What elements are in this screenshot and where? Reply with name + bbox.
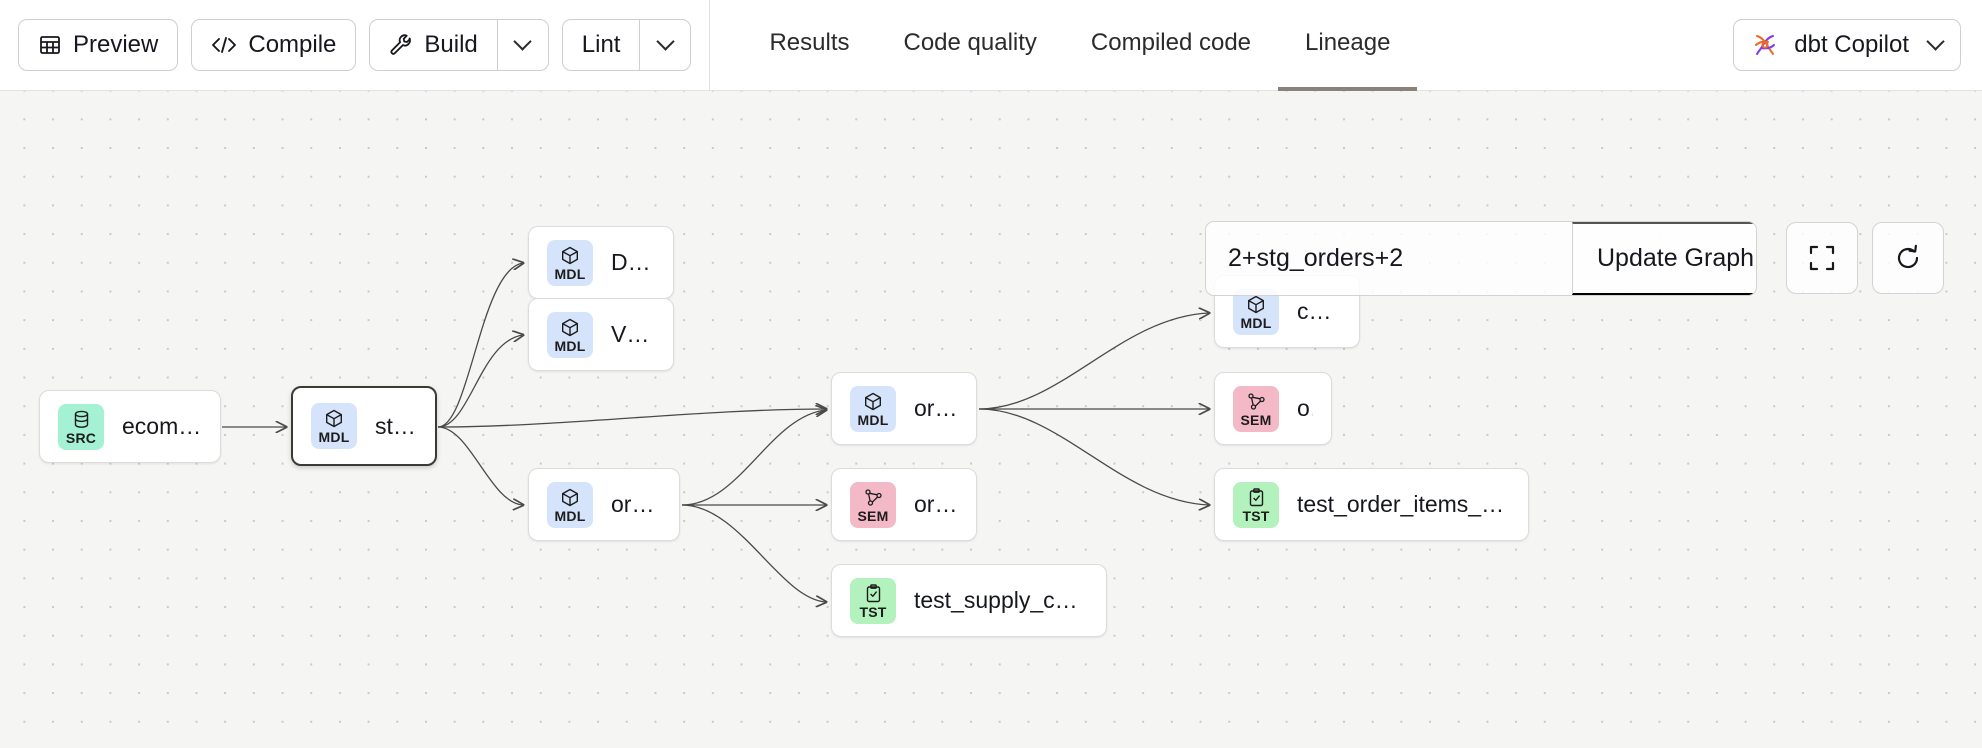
node-type-badge-mdl: MDL <box>547 311 593 358</box>
node-type-tag: SRC <box>65 429 97 446</box>
node-type-tag: MDL <box>554 337 586 354</box>
lineage-node-label: order_items <box>611 491 661 517</box>
lineage-node-stg-orders[interactable]: MDL stg_orders <box>291 386 437 466</box>
top-toolbar: Preview Compile Build <box>0 0 1982 91</box>
wrench-icon <box>389 33 413 57</box>
preview-button-label: Preview <box>73 31 159 58</box>
node-type-tag: SEM <box>1240 411 1272 428</box>
table-icon <box>38 33 62 57</box>
node-type-badge-sem: SEM <box>850 481 896 528</box>
lineage-edges <box>222 91 1982 748</box>
node-type-tag: MDL <box>318 429 350 445</box>
copilot-container: dbt Copilot <box>1733 19 1961 71</box>
node-selector-input[interactable] <box>1206 222 1572 295</box>
cube-icon <box>864 391 882 412</box>
lint-button-label: Lint <box>581 31 621 58</box>
lineage-node-orders-model[interactable]: MDL orders <box>831 372 977 445</box>
node-type-badge-src: SRC <box>58 403 104 450</box>
tab-compiled-code[interactable]: Compiled code <box>1064 0 1278 91</box>
graph-nodes-icon <box>1247 391 1266 412</box>
lineage-node-label: ecom.raw_orders <box>122 413 202 439</box>
lineage-node-orders-semantic[interactable]: SEM orders <box>1214 372 1332 445</box>
chevron-down-icon <box>513 31 532 51</box>
lineage-node-label: order_item <box>914 491 958 517</box>
lineage-canvas[interactable]: SRC ecom.raw_orders MDL stg_orders MDL <box>0 91 1982 748</box>
build-dropdown-button[interactable] <box>496 19 549 71</box>
update-graph-button[interactable]: Update Graph <box>1572 222 1756 295</box>
compile-button[interactable]: Compile <box>191 19 357 71</box>
cube-icon <box>561 317 579 338</box>
tab-lineage-label: Lineage <box>1305 29 1391 56</box>
lineage-node-label: orders <box>1297 395 1313 421</box>
lineage-node-order-items[interactable]: MDL order_items <box>528 468 680 541</box>
build-split-button: Build <box>369 19 549 71</box>
node-type-badge-mdl: MDL <box>547 481 593 528</box>
node-type-badge-mdl: MDL <box>1233 288 1279 335</box>
lineage-node-ecom-raw-orders[interactable]: SRC ecom.raw_orders <box>39 390 221 463</box>
dbt-atom-icon <box>1750 30 1780 60</box>
graph-nodes-icon <box>864 487 883 508</box>
node-type-tag: MDL <box>554 507 586 524</box>
clipboard-check-icon <box>865 583 882 604</box>
toolbar-divider <box>709 0 711 91</box>
tab-code-quality-label: Code quality <box>903 29 1037 56</box>
node-type-tag: TST <box>1242 507 1270 524</box>
lineage-node-demo[interactable]: MDL Demo <box>528 226 674 299</box>
lint-dropdown-button[interactable] <box>639 19 692 71</box>
fit-view-button[interactable] <box>1786 222 1858 294</box>
tab-compiled-code-label: Compiled code <box>1090 29 1252 56</box>
tab-results-label: Results <box>769 29 850 56</box>
lineage-node-test-supply-costs[interactable]: TST test_supply_costs_sum_correctly <box>831 564 1107 637</box>
node-type-badge-mdl: MDL <box>850 385 896 432</box>
update-graph-label: Update Graph <box>1597 244 1755 272</box>
node-type-tag: MDL <box>857 411 889 428</box>
dbt-copilot-button[interactable]: dbt Copilot <box>1733 19 1961 71</box>
node-type-badge-mdl: MDL <box>547 239 593 286</box>
fullscreen-icon <box>1807 243 1837 273</box>
toolbar-action-group: Preview Compile Build <box>0 0 692 90</box>
lint-split-button: Lint <box>561 19 692 71</box>
tab-code-quality[interactable]: Code quality <box>877 0 1064 91</box>
build-button[interactable]: Build <box>369 19 497 71</box>
lineage-node-label: orders <box>914 395 958 421</box>
lineage-node-ve-demo[interactable]: MDL VE_Demo <box>528 298 674 371</box>
node-type-badge-mdl: MDL <box>311 403 357 449</box>
preview-button[interactable]: Preview <box>18 19 179 71</box>
lineage-node-label: stg_orders <box>375 412 417 439</box>
compile-button-label: Compile <box>248 31 337 58</box>
graph-selector-bar: Update Graph <box>1205 221 1757 296</box>
tab-bar: Results Code quality Compiled code Linea… <box>742 0 1418 91</box>
node-type-tag: SEM <box>857 507 889 524</box>
node-type-tag: MDL <box>1240 314 1272 331</box>
dbt-copilot-label: dbt Copilot <box>1794 31 1909 58</box>
cube-icon <box>561 487 579 508</box>
node-type-badge-tst: TST <box>1233 481 1279 528</box>
code-brackets-icon <box>211 34 237 56</box>
lint-button[interactable]: Lint <box>561 19 640 71</box>
refresh-icon <box>1893 243 1923 273</box>
tab-lineage[interactable]: Lineage <box>1278 0 1418 91</box>
build-button-label: Build <box>424 31 478 58</box>
node-type-badge-tst: TST <box>850 577 896 624</box>
tab-results[interactable]: Results <box>742 0 876 91</box>
lineage-node-label: VE_Demo <box>611 321 655 347</box>
refresh-graph-button[interactable] <box>1872 222 1944 294</box>
node-type-badge-sem: SEM <box>1233 385 1279 432</box>
node-type-tag: MDL <box>554 265 586 282</box>
database-icon <box>73 409 90 430</box>
lineage-node-label: customers <box>1297 298 1341 324</box>
clipboard-check-icon <box>1248 487 1265 508</box>
chevron-down-icon <box>1926 31 1945 51</box>
lineage-node-label: test_order_items_compute_to_bools_c… <box>1297 491 1510 517</box>
lineage-node-label: Demo <box>611 249 655 275</box>
chevron-down-icon <box>656 31 675 51</box>
cube-icon <box>325 408 343 429</box>
cube-icon <box>561 245 579 266</box>
lineage-node-test-order-items[interactable]: TST test_order_items_compute_to_bools_c… <box>1214 468 1529 541</box>
lineage-node-order-item-semantic[interactable]: SEM order_item <box>831 468 977 541</box>
cube-icon <box>1247 294 1265 315</box>
lineage-node-label: test_supply_costs_sum_correctly <box>914 587 1088 613</box>
node-type-tag: TST <box>859 603 887 620</box>
